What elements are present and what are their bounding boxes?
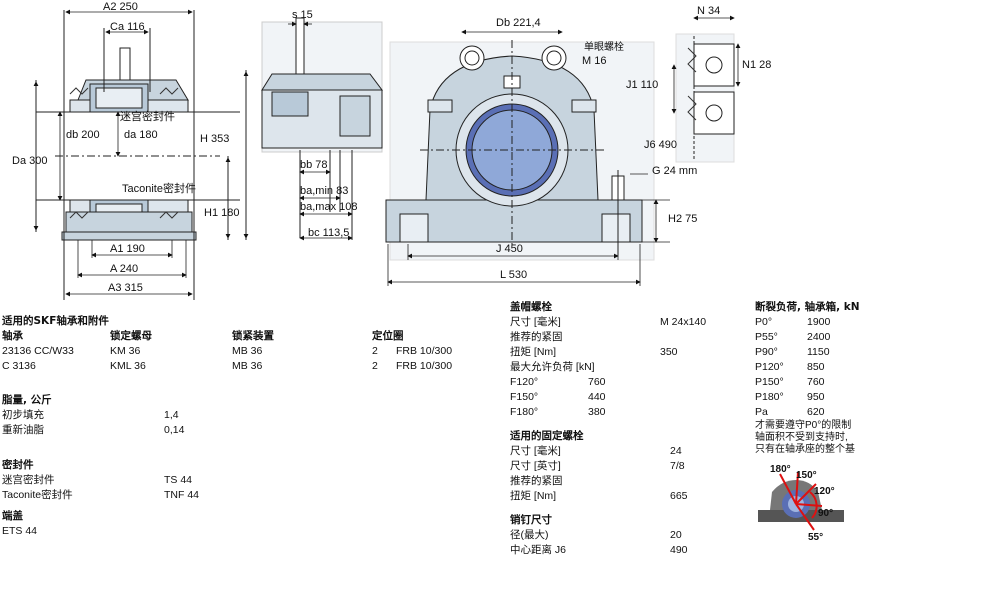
dim-l: L 530 [500, 269, 527, 281]
table-row: F180°380 [510, 406, 606, 418]
front-view [385, 40, 655, 261]
table-row: 扭矩 [Nm]665 [510, 490, 688, 502]
table-row: 尺寸 [毫米]24 [510, 445, 682, 457]
dim-a: A 240 [110, 263, 138, 275]
dim-ba-max: ba,max 108 [300, 201, 357, 213]
dim-h1: H1 180 [204, 207, 239, 219]
table-row: P55°2400 [755, 331, 831, 343]
label-eye-bolt: 单眼螺栓 [584, 40, 624, 53]
table-row: P120°850 [755, 361, 825, 373]
partial-section-view [261, 17, 383, 240]
table-row: 最大允许负荷 [kN] [510, 361, 595, 373]
angle-180-label: 180° [770, 464, 791, 475]
table-row: F150°440 [510, 391, 606, 403]
dim-a1: A1 190 [110, 243, 145, 255]
table-row: 扭矩 [Nm]350 [510, 346, 678, 358]
dim-j1: J1 110 [626, 79, 658, 91]
table-row: P90°1150 [755, 346, 830, 358]
dim-a2: A2 250 [103, 1, 138, 13]
attachment-bolts-table: 适用的固定螺栓 尺寸 [毫米]24 尺寸 [英寸]7/8 推荐的紧固 扭矩 [N… [510, 429, 740, 504]
table-row: 推荐的紧固 [510, 331, 563, 343]
attachment-bolts-title: 适用的固定螺栓 [510, 430, 584, 442]
label-labyrinth-seal: 迷宫密封件 [120, 109, 175, 123]
dim-n: N 34 [697, 5, 720, 17]
breaking-load-table: 断裂负荷, 轴承箱, kN P0°1900 P55°2400 P90°1150 … [755, 300, 975, 456]
seals-title: 密封件 [2, 459, 34, 471]
table-row: 尺寸 [英寸]7/8 [510, 460, 685, 472]
dowel-title: 销钉尺寸 [510, 514, 552, 526]
dim-s: s 15 [292, 9, 313, 21]
cap-bolts-table: 盖帽螺栓 尺寸 [毫米]M 24x140 推荐的紧固 扭矩 [Nm]350 最大… [510, 300, 740, 420]
foot-detail-view [675, 33, 735, 163]
breaking-load-title: 断裂负荷, 轴承箱, kN [755, 301, 860, 313]
accessories-header: 轴承 锁定螺母 锁紧装置 定位圈 [2, 330, 404, 342]
dim-bb: bb 78 [300, 159, 328, 171]
dim-ca: Ca 116 [110, 21, 145, 33]
dim-da: da 180 [124, 129, 158, 141]
end-cover-value: ETS 44 [2, 525, 38, 537]
section-dimensions [33, 9, 249, 297]
accessories-table: 适用的SKF轴承和附件 轴承 锁定螺母 锁紧装置 定位圈 23136 CC/W3… [2, 314, 482, 374]
breaking-note-1: 才需要遵守P0°的限制 [755, 420, 852, 431]
dim-j: J 450 [496, 243, 523, 255]
dim-bc: bc 113,5 [308, 227, 349, 239]
table-row: P0°1900 [755, 316, 831, 328]
table-row: 推荐的紧固 [510, 475, 563, 487]
accessories-title: 适用的SKF轴承和附件 [2, 315, 109, 327]
angle-55-label: 55° [808, 532, 823, 543]
section-view [35, 10, 247, 300]
breaking-note-3: 只有在轴承座的整个基 [755, 444, 855, 455]
housing-drawing: A2 250 Ca 116 db 200 da 180 Da 300 H 353… [12, 1, 771, 300]
dim-ba-min: ba,min 83 [300, 185, 348, 197]
partial-dimensions [288, 21, 353, 241]
cap-bolts-title: 盖帽螺栓 [510, 301, 552, 313]
dim-a3: A3 315 [108, 282, 143, 294]
table-row: F120°760 [510, 376, 606, 388]
grease-title: 脂量, 公斤 [2, 394, 52, 406]
front-dimensions [387, 29, 670, 286]
label-eye-bolt-size: M 16 [582, 55, 606, 67]
table-row: P150°760 [755, 376, 825, 388]
angle-150-label: 150° [796, 470, 817, 481]
table-row: 尺寸 [毫米]M 24x140 [510, 316, 707, 328]
table-row: 径(最大)20 [510, 529, 682, 541]
dim-h2: H2 75 [668, 213, 697, 225]
dim-n1: N1 28 [742, 59, 771, 71]
dim-h: H 353 [200, 133, 229, 145]
dim-g: G 24 mm [652, 165, 697, 177]
dim-db-front: Db 221,4 [496, 17, 541, 29]
dim-j6: J6 490 [644, 139, 677, 151]
angle-120-label: 120° [814, 486, 835, 497]
end-cover-table: 端盖 ETS 44 [2, 509, 242, 539]
table-row: P180°950 [755, 391, 825, 403]
angle-90-label: 90° [818, 508, 833, 519]
dim-db: db 200 [66, 129, 100, 141]
load-angle-diagram: 180° 150° 120° 90° 55° [758, 464, 844, 543]
end-cover-title: 端盖 [2, 510, 23, 522]
dim-Da: Da 300 [12, 155, 47, 167]
breaking-note-2: 轴面积不受到支持时, [755, 432, 848, 443]
foot-dimensions [671, 15, 741, 114]
label-taconite-seal: Taconite密封件 [122, 181, 196, 195]
